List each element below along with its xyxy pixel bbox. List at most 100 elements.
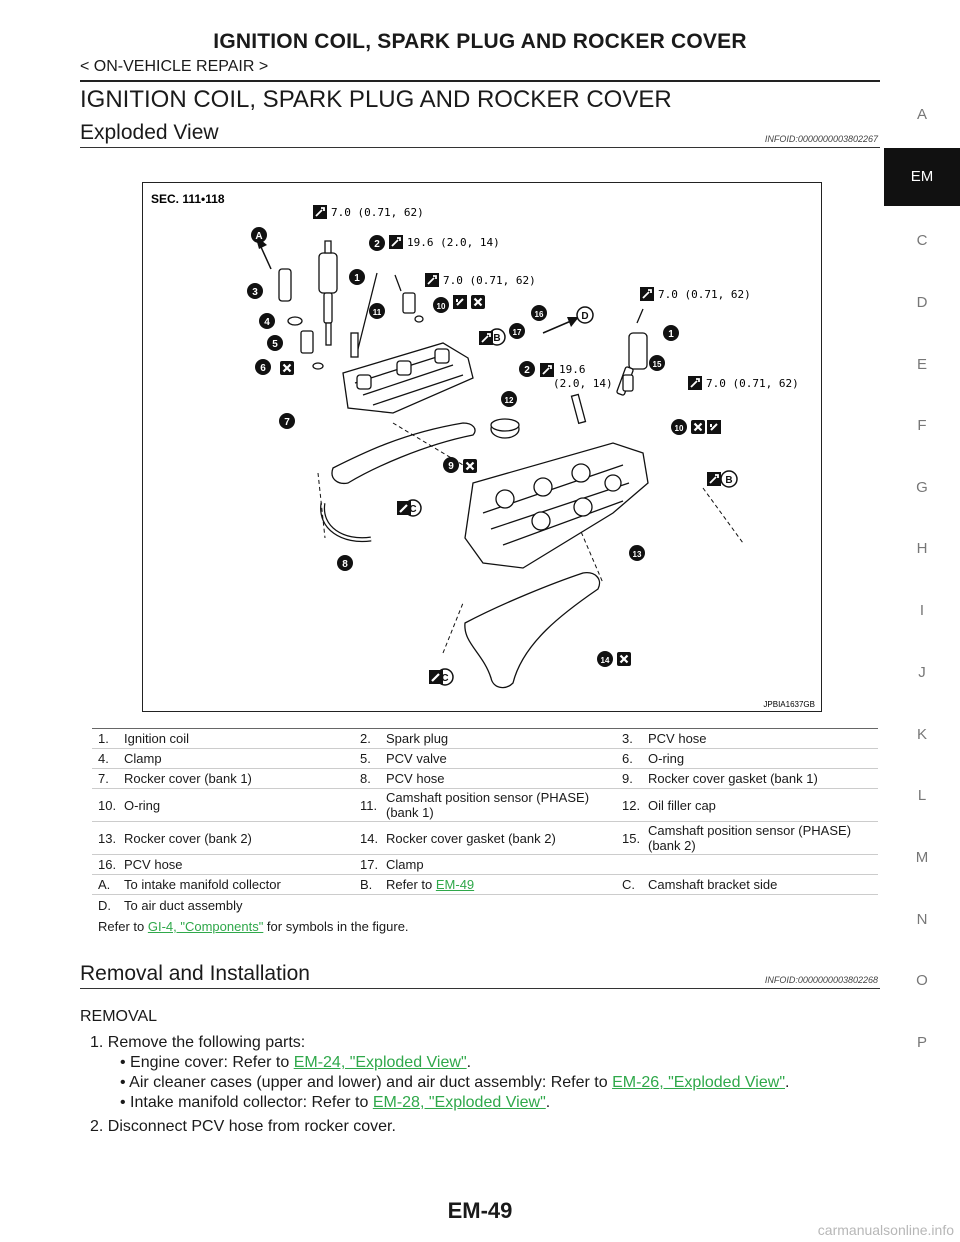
bullet-end: .	[466, 1054, 472, 1071]
torque-label: 19.6	[559, 363, 586, 376]
legend-text: Camshaft position sensor (PHASE) (bank 2…	[648, 823, 852, 853]
legend-note: Refer to GI-4, "Components" for symbols …	[92, 915, 878, 938]
side-index-letter[interactable]: L	[917, 787, 927, 804]
legend-row: 4.Clamp 5.PCV valve 6.O-ring	[92, 749, 878, 769]
side-index-letter[interactable]: H	[916, 540, 928, 557]
legend-text: Refer to	[386, 877, 436, 892]
link-gi-4-components[interactable]: GI-4, "Components"	[147, 919, 264, 934]
side-index-letter[interactable]: J	[918, 664, 926, 681]
bullet-item: • Air cleaner cases (upper and lower) an…	[120, 1074, 790, 1091]
side-index-letter[interactable]: M	[915, 849, 929, 866]
side-index-letter-active[interactable]: EM	[884, 148, 960, 206]
legend-num: 17.	[360, 857, 379, 872]
legend-num: 16.	[98, 857, 117, 872]
callout: 8	[342, 559, 348, 570]
section-title-exploded: Exploded View	[80, 121, 219, 144]
legend-text: Camshaft position sensor (PHASE) (bank 1…	[386, 790, 590, 820]
removal-step-1: 1. Remove the following parts: • Engine …	[80, 1033, 789, 1113]
header-title: IGNITION COIL, SPARK PLUG AND ROCKER COV…	[213, 30, 747, 53]
section-rule	[80, 147, 880, 148]
callout: 1	[354, 273, 360, 284]
step-text: 1. Remove the following parts:	[90, 1034, 306, 1051]
legend-text: To air duct assembly	[124, 897, 243, 913]
legend-num: D.	[98, 897, 111, 913]
legend-note-suffix: for symbols in the figure.	[263, 919, 409, 934]
step-text: 2. Disconnect PCV hose from rocker cover…	[90, 1118, 396, 1135]
side-index-letter[interactable]: N	[916, 911, 928, 928]
side-index-letter[interactable]: F	[917, 417, 927, 434]
legend-text: Rocker cover gasket (bank 2)	[386, 830, 556, 846]
legend-row: 13.Rocker cover (bank 2) 14.Rocker cover…	[92, 822, 878, 855]
legend-text-with-link: Refer to EM-49	[386, 877, 474, 892]
callout: D	[581, 311, 588, 322]
torque-icon	[706, 471, 722, 487]
header-subtitle: < ON-VEHICLE REPAIR >	[80, 58, 269, 75]
side-index-letter[interactable]: O	[916, 972, 928, 989]
legend-text: Rocker cover (bank 1)	[124, 771, 252, 786]
side-index-letter[interactable]: G	[916, 479, 928, 496]
callout: B	[493, 333, 500, 344]
side-index-letter[interactable]: D	[916, 294, 928, 311]
side-index-letter[interactable]: C	[916, 232, 928, 249]
side-index-letter[interactable]: K	[916, 726, 927, 743]
callout: 10	[437, 302, 446, 311]
torque-label: 19.6 (2.0, 14)	[407, 236, 500, 249]
legend-num: 14.	[360, 830, 379, 846]
side-index-letter[interactable]: A	[916, 106, 927, 123]
callout: B	[725, 475, 732, 486]
legend-num: 5.	[360, 751, 371, 766]
legend-text: Clamp	[124, 751, 162, 766]
callout: 9	[448, 461, 454, 472]
legend-num: 6.	[622, 751, 633, 766]
callout: 17	[513, 328, 522, 337]
torque-label: 7.0 (0.71, 62)	[706, 377, 799, 390]
bullet-item: • Intake manifold collector: Refer to EM…	[120, 1094, 551, 1111]
section-rule	[80, 988, 880, 989]
link-em-24[interactable]: EM-24, "Exploded View"	[293, 1054, 467, 1071]
callout: 15	[653, 360, 662, 369]
legend-num: 4.	[98, 751, 109, 766]
legend-num: 10.	[98, 797, 117, 813]
bullet-end: .	[545, 1094, 551, 1111]
bullet-item: • Engine cover: Refer to EM-24, "Explode…	[120, 1054, 472, 1071]
replace-icon	[469, 293, 487, 311]
replace-icon	[689, 418, 707, 436]
bullet-text: Intake manifold collector: Refer to	[130, 1094, 373, 1111]
legend-text: Spark plug	[386, 731, 449, 746]
link-em-49[interactable]: EM-49	[435, 877, 475, 892]
callout: 12	[505, 396, 514, 405]
side-index-letter[interactable]: I	[919, 602, 925, 619]
legend-text: Rocker cover gasket (bank 1)	[648, 771, 818, 786]
torque-label: (2.0, 14)	[553, 377, 613, 390]
callout: 2	[374, 239, 380, 250]
legend-num: 15.	[622, 830, 641, 846]
removal-step-2: 2. Disconnect PCV hose from rocker cover…	[80, 1117, 396, 1137]
legend-text: PCV valve	[386, 751, 447, 766]
side-index-letter[interactable]: P	[916, 1034, 927, 1051]
legend-num: 7.	[98, 771, 109, 786]
callout: A	[255, 231, 262, 242]
callout: 16	[535, 310, 544, 319]
legend-text: Clamp	[386, 857, 424, 872]
callout: 4	[264, 317, 270, 328]
side-index-letter[interactable]: E	[916, 356, 927, 373]
link-em-28[interactable]: EM-28, "Exploded View"	[372, 1094, 546, 1111]
infoid-exploded: INFOID:0000000003802267	[764, 134, 878, 144]
infoid-removal: INFOID:0000000003802268	[764, 975, 878, 985]
replace-icon	[278, 359, 296, 377]
legend-num: 8.	[360, 771, 371, 786]
torque-label: 7.0 (0.71, 62)	[443, 274, 536, 287]
callout: C	[409, 504, 416, 515]
legend-num: 11.	[360, 797, 378, 813]
torque-label: 7.0 (0.71, 62)	[658, 288, 751, 301]
legend-num: 12.	[622, 797, 641, 813]
callout: C	[441, 673, 448, 684]
link-em-26[interactable]: EM-26, "Exploded View"	[612, 1074, 785, 1091]
legend-num: C.	[622, 877, 635, 892]
callout: 13	[633, 550, 642, 559]
callout: 6	[260, 363, 266, 374]
page-number: EM-49	[447, 1198, 513, 1223]
figure-code: JPBIA1637GB	[763, 700, 815, 709]
callout: 2	[524, 365, 530, 376]
legend-text: PCV hose	[648, 731, 707, 746]
